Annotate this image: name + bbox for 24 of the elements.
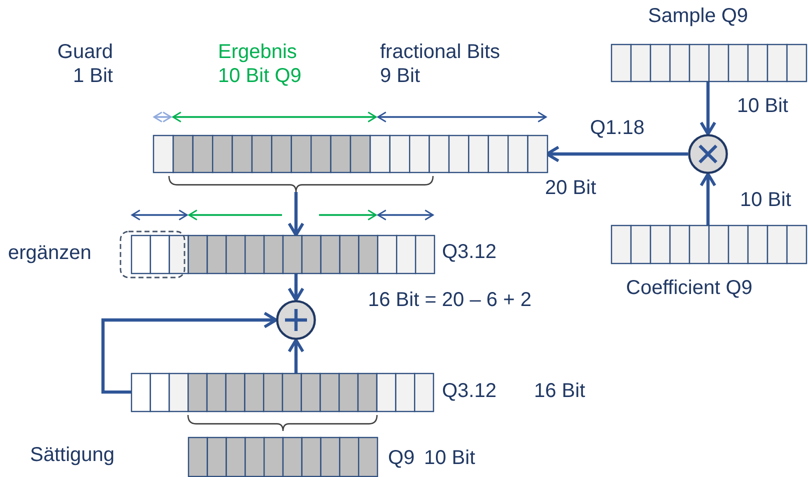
fractional-bits-label: fractional Bits 9 Bit — [380, 40, 502, 88]
bit-width-formula: 16 Bit = 20 – 6 + 2 — [368, 288, 532, 312]
guard-bit-label: Guard 1 Bit — [56, 40, 113, 88]
arrow — [288, 338, 304, 373]
multiplier-symbol — [688, 134, 728, 174]
bit-width-label: 20 Bit — [545, 176, 596, 200]
bit-width-label: 16 Bit — [534, 379, 586, 403]
bit-width-label: 10 Bit — [740, 188, 792, 212]
format-label: Q3.12 — [442, 379, 496, 403]
format-label: Q3.12 — [442, 240, 496, 264]
arrow — [101, 312, 278, 394]
arrow — [700, 172, 716, 225]
arrow — [700, 82, 716, 136]
register-heading: Sample Q9 — [648, 4, 748, 28]
extend-label: ergänzen — [8, 241, 92, 265]
arrow — [288, 192, 304, 236]
format-label: Q9 — [388, 446, 415, 470]
register-heading: Coefficient Q9 — [626, 276, 752, 300]
bit-width-label: 10 Bit — [424, 446, 476, 470]
arrow — [288, 274, 304, 302]
saturation-label: Sättigung — [30, 443, 116, 467]
adder-symbol — [276, 300, 316, 340]
bit-width-label: 10 Bit — [737, 94, 788, 118]
result-bits-label: Ergebnis 10 Bit Q9 — [218, 40, 302, 88]
